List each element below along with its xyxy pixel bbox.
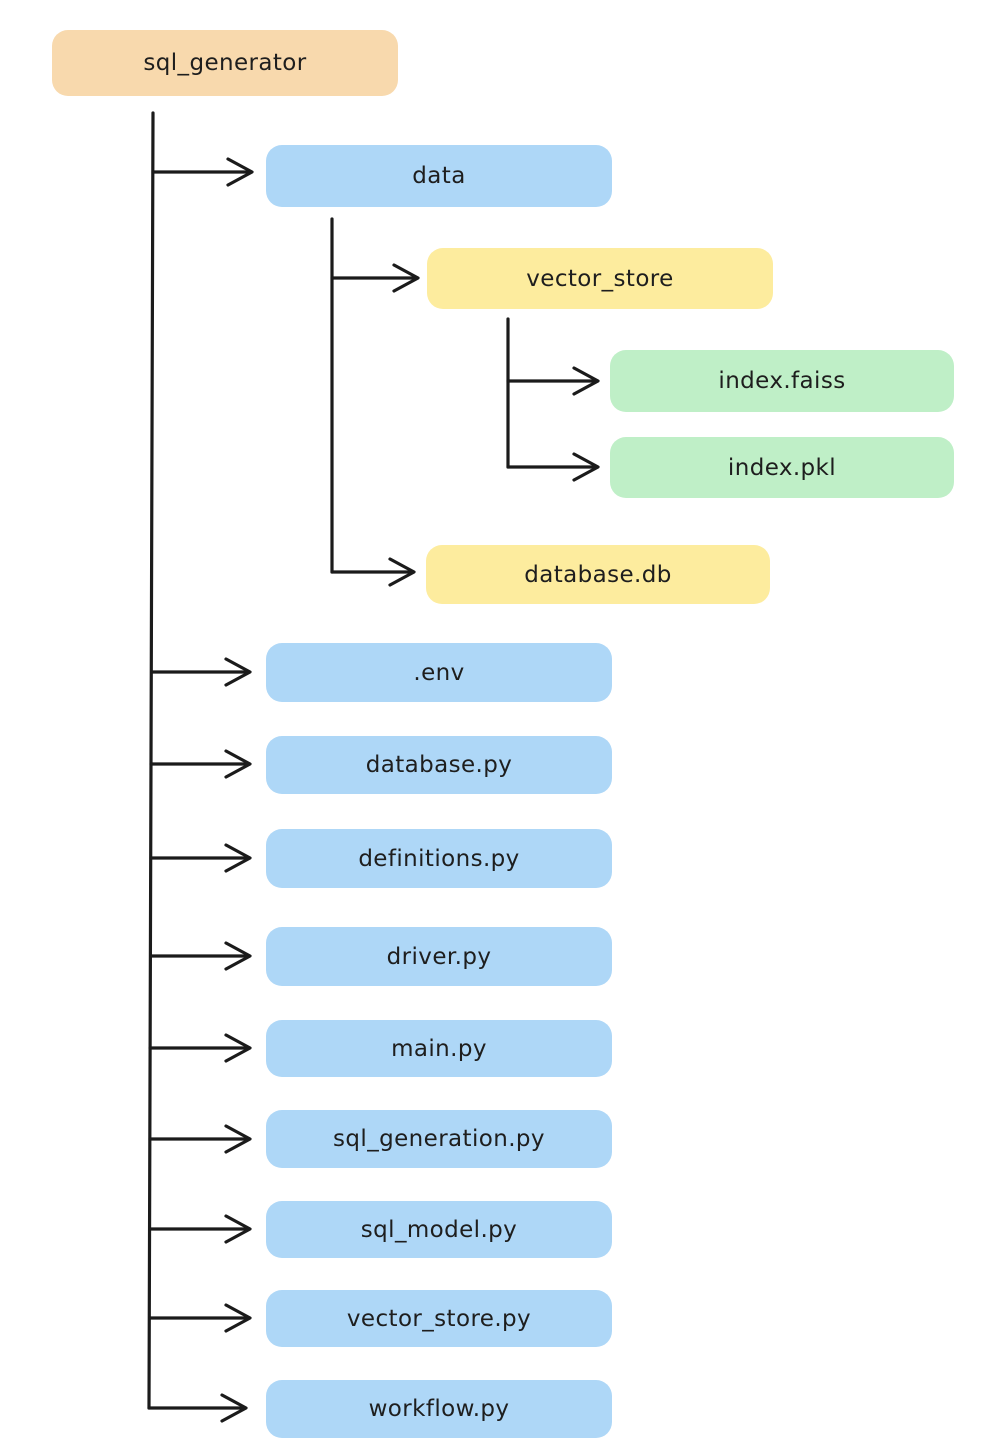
node-sql-generation-py-file: sql_generation.py	[266, 1110, 612, 1168]
node-index-pkl-file: index.pkl	[610, 437, 954, 498]
node-index-faiss-file: index.faiss	[610, 350, 954, 412]
node-driver-py-file: driver.py	[266, 927, 612, 986]
connector-root-trunk	[147, 111, 155, 1410]
connector-to-data	[151, 157, 254, 187]
connector-to-database-py	[149, 749, 252, 779]
connector-to-env	[150, 657, 252, 687]
node-env-file: .env	[266, 643, 612, 702]
node-workflow-py-file: workflow.py	[266, 1380, 612, 1438]
connector-to-sql-generation-py	[148, 1124, 252, 1154]
connector-to-definitions-py	[149, 843, 252, 873]
connector-to-database-db	[330, 557, 416, 587]
connector-to-main-py	[148, 1033, 252, 1063]
node-database-py-file: database.py	[266, 736, 612, 794]
connector-to-sql-model-py	[148, 1214, 252, 1244]
node-sql-model-py-file: sql_model.py	[266, 1201, 612, 1258]
node-vector-store-py-file: vector_store.py	[266, 1290, 612, 1347]
connector-to-driver-py	[149, 941, 252, 971]
node-main-py-file: main.py	[266, 1020, 612, 1077]
connector-to-workflow-py	[147, 1393, 248, 1423]
node-vector-store-folder: vector_store	[427, 248, 773, 309]
connector-to-vector-store-py	[148, 1303, 252, 1333]
connector-to-index-pkl	[506, 452, 600, 482]
node-definitions-py-file: definitions.py	[266, 829, 612, 888]
connector-to-vector-store	[330, 263, 420, 293]
node-database-db-file: database.db	[426, 545, 770, 604]
node-sql-generator: sql_generator	[52, 30, 398, 96]
connector-to-index-faiss	[506, 366, 600, 396]
node-data-folder: data	[266, 145, 612, 207]
